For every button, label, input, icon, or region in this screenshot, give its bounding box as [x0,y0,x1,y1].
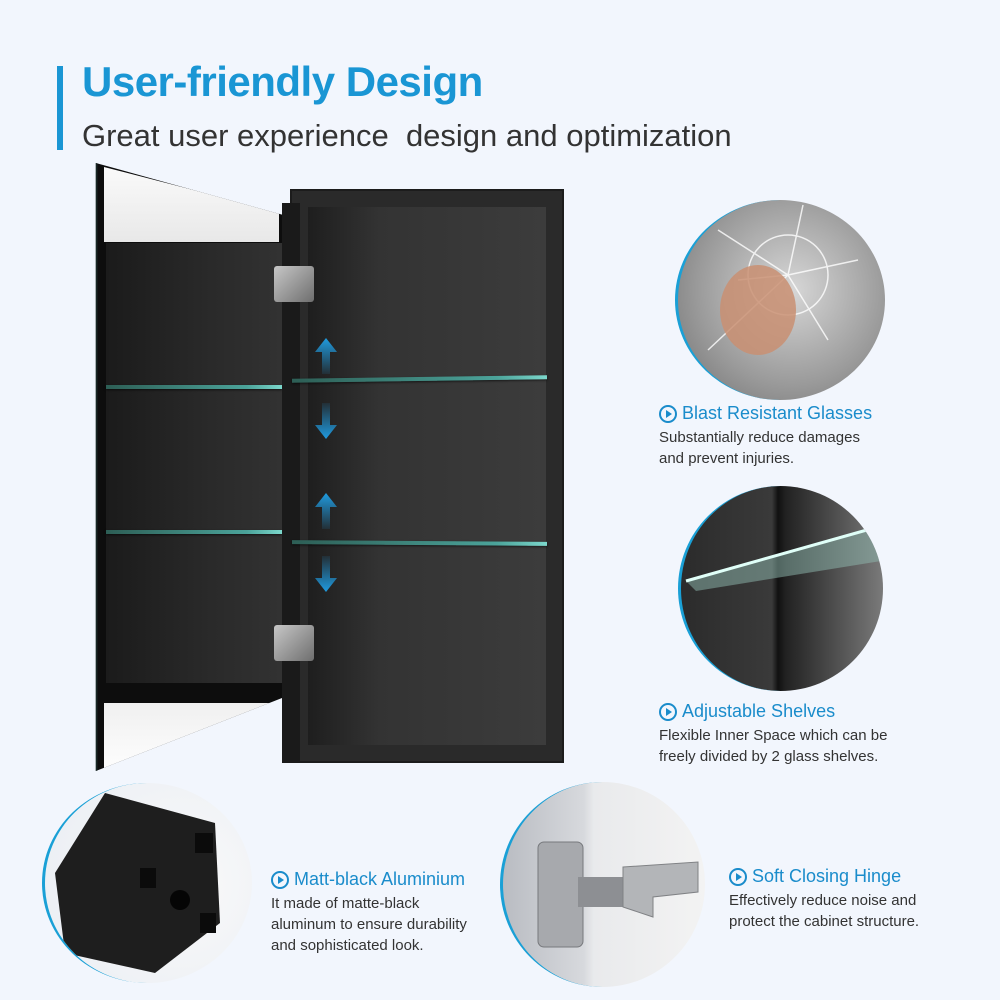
cabinet-side-panel [282,203,300,763]
hinge-closeup-icon [537,841,699,948]
reflected-shelf-lower [106,530,282,534]
crack-lines-icon [707,204,859,355]
hinge-lower-icon [274,625,314,661]
play-circle-icon [271,870,289,889]
play-circle-icon [659,702,677,721]
desc-line: Flexible Inner Space which can be [659,727,888,744]
desc-line: and prevent injuries. [659,450,795,467]
feature-description: Effectively reduce noise and protect the… [729,890,919,932]
desc-line: freely divided by 2 glass shelves. [659,748,879,765]
reflected-shelf-upper [106,385,282,389]
cabinet-interior [308,207,546,745]
shattered-glass-image [675,200,885,400]
page-title: User-friendly Design [82,58,483,105]
feature-title: Matt-black Aluminium [294,869,466,889]
glass-shelf-image [678,486,883,691]
desc-line: and sophisticated look. [271,937,424,954]
shelf-closeup-icon [685,524,882,591]
cabinet-illustration [92,163,582,773]
feature-title: Blast Resistant Glasses [682,403,873,423]
door-mirror-bottom [104,703,279,768]
desc-line: It made of matte-black [271,895,420,912]
page-subtitle: Great user experience design and optimiz… [82,118,732,153]
arrow-up-icon [315,493,337,529]
header-accent-bar [57,66,63,150]
soft-close-hinge-image [500,782,705,987]
cabinet-door [95,163,282,771]
feature-soft-closing-hinge: Soft Closing Hinge Effectively reduce no… [729,866,919,932]
arrow-down-icon [315,556,337,592]
arrow-down-icon [315,403,337,439]
desc-line: Substantially reduce damages [659,429,860,446]
feature-matt-black-aluminium: Matt-black Aluminium It made of matte-bl… [271,869,467,956]
aluminium-extrusion-icon [55,793,220,973]
feature-title: Soft Closing Hinge [752,866,902,886]
door-inner-reflection [106,243,282,683]
aluminium-profile-image [42,783,252,983]
feature-description: It made of matte-black aluminum to ensur… [271,893,467,956]
feature-adjustable-shelves: Adjustable Shelves Flexible Inner Space … [659,701,887,767]
desc-line: protect the cabinet structure. [729,913,920,930]
desc-line: Effectively reduce noise and [729,892,917,909]
feature-blast-resistant: Blast Resistant Glasses Substantially re… [659,403,872,469]
cabinet-body [292,191,562,761]
arrow-up-icon [315,338,337,374]
hinge-upper-icon [274,266,314,302]
feature-description: Substantially reduce damages and prevent… [659,427,872,469]
play-circle-icon [659,404,677,423]
feature-description: Flexible Inner Space which can be freely… [659,725,887,767]
door-edge [95,163,98,771]
door-mirror-top [104,167,279,242]
play-circle-icon [729,867,747,886]
desc-line: aluminum to ensure durability [271,916,467,933]
feature-title: Adjustable Shelves [682,701,836,721]
